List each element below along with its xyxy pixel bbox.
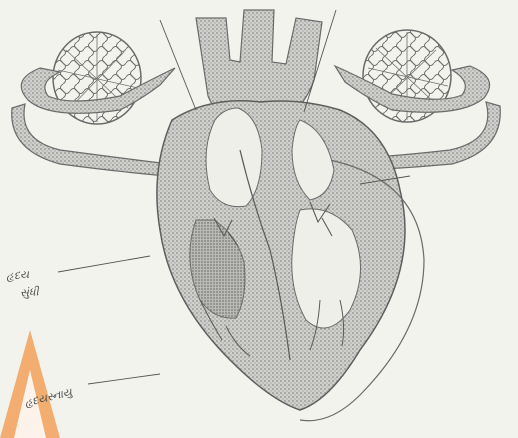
leader-line-upper-left [160, 20, 196, 110]
leader-line-label-2 [88, 374, 160, 384]
left-atrium-chamber [206, 108, 262, 207]
leader-line-label-1 [58, 256, 150, 272]
label-1-line1: હૃદય [5, 269, 29, 282]
label-1-line2: સુંધી [20, 286, 39, 298]
